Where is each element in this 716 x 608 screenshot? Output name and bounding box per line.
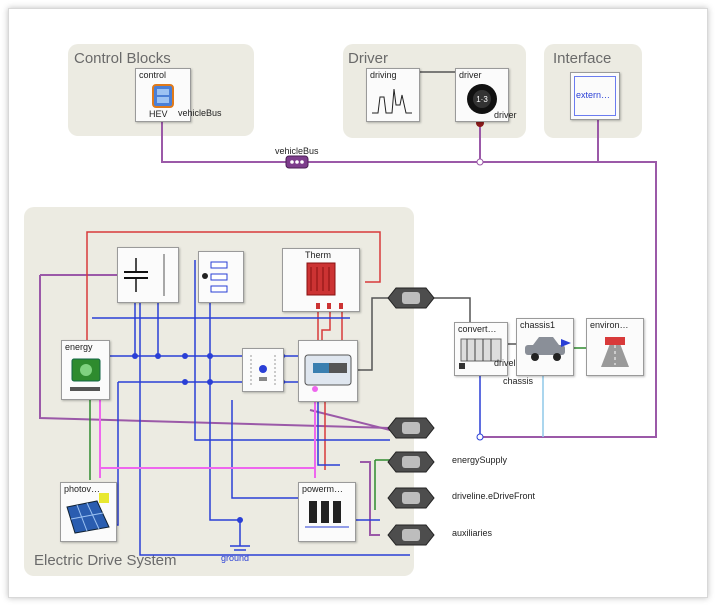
control-block[interactable]: control HEV [135, 68, 191, 122]
power-electronics-block[interactable]: powerm… [298, 482, 356, 542]
svg-text:1·3: 1·3 [476, 95, 488, 104]
driveline-label: driveline [494, 358, 528, 368]
hev-label: HEV [149, 109, 168, 119]
chassis-block[interactable]: chassis1 [516, 318, 574, 376]
photovoltaic-block[interactable]: photov… [60, 482, 117, 542]
controller-icon [152, 84, 174, 108]
group-title-electric-drive-system: Electric Drive System [34, 552, 177, 569]
photovoltaic-label: photov… [64, 484, 101, 494]
control-block-label: control [139, 70, 167, 80]
group-title-interface: Interface [553, 50, 612, 67]
driving-block-label: driving [370, 70, 397, 80]
driving-cycle-icon [372, 88, 412, 114]
converter-block[interactable]: convert… [454, 322, 508, 376]
ground-symbol [230, 540, 250, 551]
drive-front-label: driveline.eDriveFront [452, 491, 536, 501]
control-vehicle-bus-label: vehicleBus [178, 108, 222, 118]
external-label: extern… [576, 90, 611, 100]
mid-vehicle-bus-label: vehicleBus [275, 146, 319, 156]
energy-label: energy [65, 342, 93, 352]
dcdc-converter-block[interactable] [242, 348, 284, 392]
electric-machine-block[interactable] [298, 340, 358, 402]
gear-shift-icon: 1·3 [467, 84, 497, 114]
energy-storage-block[interactable]: energy [61, 340, 110, 400]
auxiliaries-label: auxiliaries [452, 528, 493, 538]
driver-block[interactable]: driver 1·3 [455, 68, 509, 122]
powertrain-label: powerm… [302, 484, 344, 494]
motor-icon [304, 354, 352, 392]
group-title-control-blocks: Control Blocks [74, 50, 171, 67]
environment-label: environ… [590, 320, 629, 330]
heater-icon [306, 262, 343, 309]
road-icon [601, 337, 629, 367]
driving-cycle-block[interactable]: driving [366, 68, 420, 122]
driver-block-label: driver [459, 70, 482, 80]
group-title-driver: Driver [348, 50, 388, 67]
car-icon [525, 337, 571, 361]
bus-bar-icon [202, 261, 228, 293]
converter-label: convert… [458, 324, 497, 334]
chassis-port-label: chassis [503, 376, 534, 386]
solar-panel-icon [66, 493, 110, 534]
vehicle-bus-wires [39, 115, 657, 536]
environment-block[interactable]: environ… [586, 318, 644, 376]
ground-label: ground [221, 553, 250, 563]
group-interface: Interface [544, 44, 642, 138]
gearbox-icon [459, 338, 502, 369]
energy-supply-label: energySupply [452, 455, 508, 465]
inverter-icon [305, 501, 349, 528]
battery-pack-icon [70, 358, 101, 391]
vehicle-bus-connector[interactable] [285, 155, 309, 169]
battery-block[interactable] [117, 247, 179, 303]
thermal-wires [86, 231, 381, 470]
bus-adapter-highlights [402, 292, 420, 541]
capacitor-icon [124, 254, 165, 296]
driver-port-label: driver [494, 110, 517, 120]
therm-label: Therm [305, 250, 332, 260]
pink-wires [99, 400, 316, 478]
bus-adapters[interactable] [387, 287, 435, 546]
external-interface-block[interactable]: extern… [570, 72, 620, 120]
auxiliary-bus-block[interactable] [198, 251, 244, 303]
converter-icon [250, 355, 276, 385]
thermal-block[interactable]: Therm [282, 248, 360, 312]
chassis-block-label: chassis1 [520, 320, 556, 330]
